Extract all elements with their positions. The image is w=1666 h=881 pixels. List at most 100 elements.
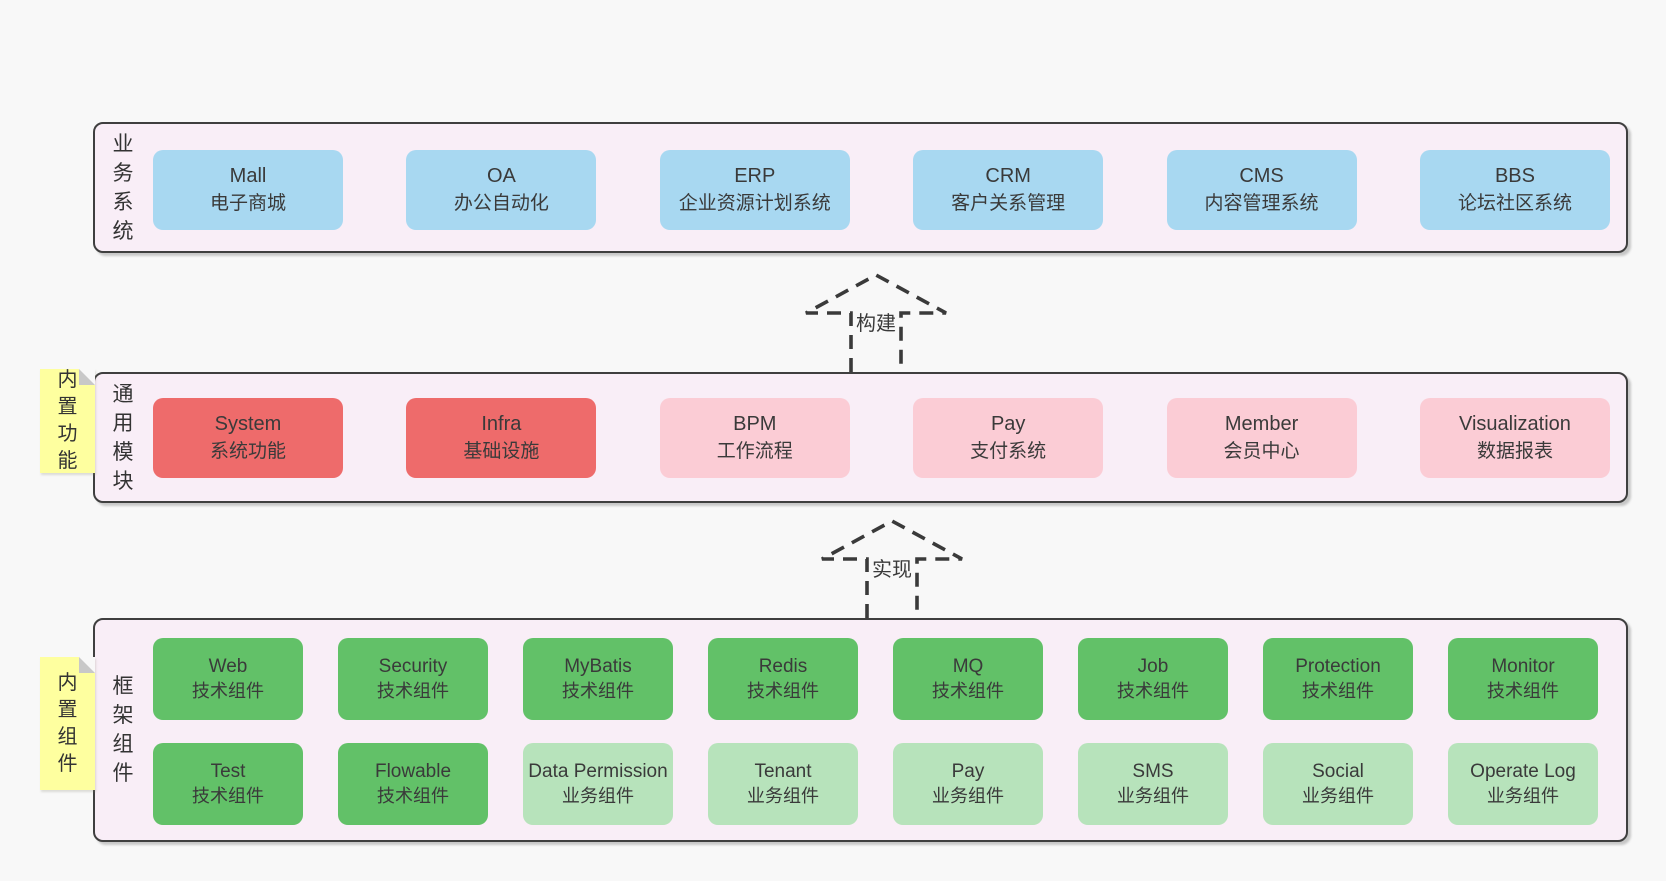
band-label-common-modules: 通用模块 — [107, 374, 139, 501]
module-subtitle: 技术组件 — [746, 681, 820, 701]
module-subtitle: 技术组件 — [1301, 681, 1375, 701]
module-box-pay: Pay 支付系统 — [913, 398, 1104, 478]
band-label-text: 业务系统 — [112, 132, 134, 243]
module-title: Pay — [990, 413, 1026, 435]
module-title: OA — [486, 165, 516, 187]
arrow-build: 构建 — [796, 272, 956, 372]
module-subtitle: 技术组件 — [1486, 681, 1560, 701]
module-box-operate-log: Operate Log 业务组件 — [1448, 743, 1598, 825]
band-label-text: 框架组件 — [112, 675, 134, 785]
module-title: MyBatis — [564, 656, 632, 677]
module-title: Data Permission — [528, 761, 668, 782]
module-title: Web — [208, 656, 248, 677]
module-subtitle: 办公自动化 — [453, 193, 549, 214]
module-subtitle: 工作流程 — [716, 441, 793, 462]
band-business-systems: 业务系统 Mall 电子商城 OA 办公自动化 ERP 企业资源计划系统 CRM 客户关系管理… — [93, 122, 1628, 253]
module-box-redis: Redis 技术组件 — [708, 638, 858, 720]
module-box-job: Job 技术组件 — [1078, 638, 1228, 720]
module-box-erp: ERP 企业资源计划系统 — [659, 150, 850, 230]
module-subtitle: 技术组件 — [1116, 681, 1190, 701]
module-title: CMS — [1239, 165, 1284, 187]
module-subtitle: 系统功能 — [209, 441, 286, 462]
module-box-web: Web 技术组件 — [153, 638, 303, 720]
module-box-oa: OA 办公自动化 — [406, 150, 597, 230]
sticky-note-label: 内置组件 — [57, 671, 78, 775]
module-title: Operate Log — [1470, 761, 1576, 782]
band-label-framework-components: 框架组件 — [107, 620, 139, 840]
band-label-business-systems: 业务系统 — [107, 124, 139, 251]
dashed-up-arrow-icon — [821, 518, 963, 618]
module-box-pay: Pay 业务组件 — [893, 743, 1043, 825]
module-subtitle: 业务组件 — [931, 786, 1005, 806]
module-subtitle: 业务组件 — [561, 786, 635, 806]
module-title: CRM — [985, 165, 1031, 187]
module-title: Member — [1224, 413, 1299, 435]
module-subtitle: 支付系统 — [970, 441, 1047, 462]
module-box-monitor: Monitor 技术组件 — [1448, 638, 1598, 720]
module-title: BPM — [733, 413, 777, 435]
module-box-visualization: Visualization 数据报表 — [1419, 398, 1610, 478]
module-title: Visualization — [1458, 413, 1571, 435]
sticky-note-built-in-components: 内置组件 — [40, 657, 95, 790]
module-box-mybatis: MyBatis 技术组件 — [523, 638, 673, 720]
module-title: Infra — [481, 413, 522, 435]
module-box-member: Member 会员中心 — [1166, 398, 1357, 478]
module-subtitle: 技术组件 — [191, 681, 265, 701]
module-title: MQ — [952, 656, 984, 677]
module-title: Flowable — [374, 761, 452, 782]
module-box-flowable: Flowable 技术组件 — [338, 743, 488, 825]
arrow-label-implement: 实现 — [869, 556, 915, 584]
module-subtitle: 会员中心 — [1223, 441, 1300, 462]
module-title: Redis — [758, 656, 808, 677]
module-title: Monitor — [1491, 656, 1555, 677]
module-subtitle: 业务组件 — [1301, 786, 1375, 806]
module-subtitle: 技术组件 — [376, 786, 450, 806]
module-box-sms: SMS 业务组件 — [1078, 743, 1228, 825]
arrow-label-build: 构建 — [853, 310, 899, 338]
module-subtitle: 业务组件 — [1486, 786, 1560, 806]
module-subtitle: 业务组件 — [746, 786, 820, 806]
module-box-tenant: Tenant 业务组件 — [708, 743, 858, 825]
module-subtitle: 技术组件 — [376, 681, 450, 701]
module-title: Pay — [951, 761, 985, 782]
module-title: ERP — [734, 165, 776, 187]
module-subtitle: 论坛社区系统 — [1457, 193, 1572, 214]
module-subtitle: 企业资源计划系统 — [678, 193, 831, 214]
dashed-up-arrow-icon — [805, 272, 947, 372]
module-subtitle: 技术组件 — [191, 786, 265, 806]
module-subtitle: 数据报表 — [1476, 441, 1553, 462]
module-box-bbs: BBS 论坛社区系统 — [1419, 150, 1610, 230]
module-box-bpm: BPM 工作流程 — [659, 398, 850, 478]
band-row-business: Mall 电子商城 OA 办公自动化 ERP 企业资源计划系统 CRM 客户关系管理 CMS 内容… — [153, 150, 1610, 230]
band-label-text: 通用模块 — [112, 382, 134, 493]
module-box-data-permission: Data Permission 业务组件 — [523, 743, 673, 825]
module-title: Job — [1137, 656, 1169, 677]
arrow-implement: 实现 — [812, 518, 972, 618]
module-subtitle: 客户关系管理 — [951, 193, 1066, 214]
sticky-note-built-in-features: 内置功能 — [40, 369, 95, 473]
module-box-cms: CMS 内容管理系统 — [1166, 150, 1357, 230]
module-subtitle: 电子商城 — [209, 193, 286, 214]
module-box-crm: CRM 客户关系管理 — [913, 150, 1104, 230]
module-title: Tenant — [754, 761, 812, 782]
module-box-mall: Mall 电子商城 — [153, 150, 343, 230]
module-subtitle: 内容管理系统 — [1204, 193, 1319, 214]
module-title: BBS — [1494, 165, 1535, 187]
module-subtitle: 技术组件 — [561, 681, 635, 701]
module-title: SMS — [1132, 761, 1174, 782]
module-subtitle: 业务组件 — [1116, 786, 1190, 806]
module-title: Mall — [229, 165, 267, 187]
